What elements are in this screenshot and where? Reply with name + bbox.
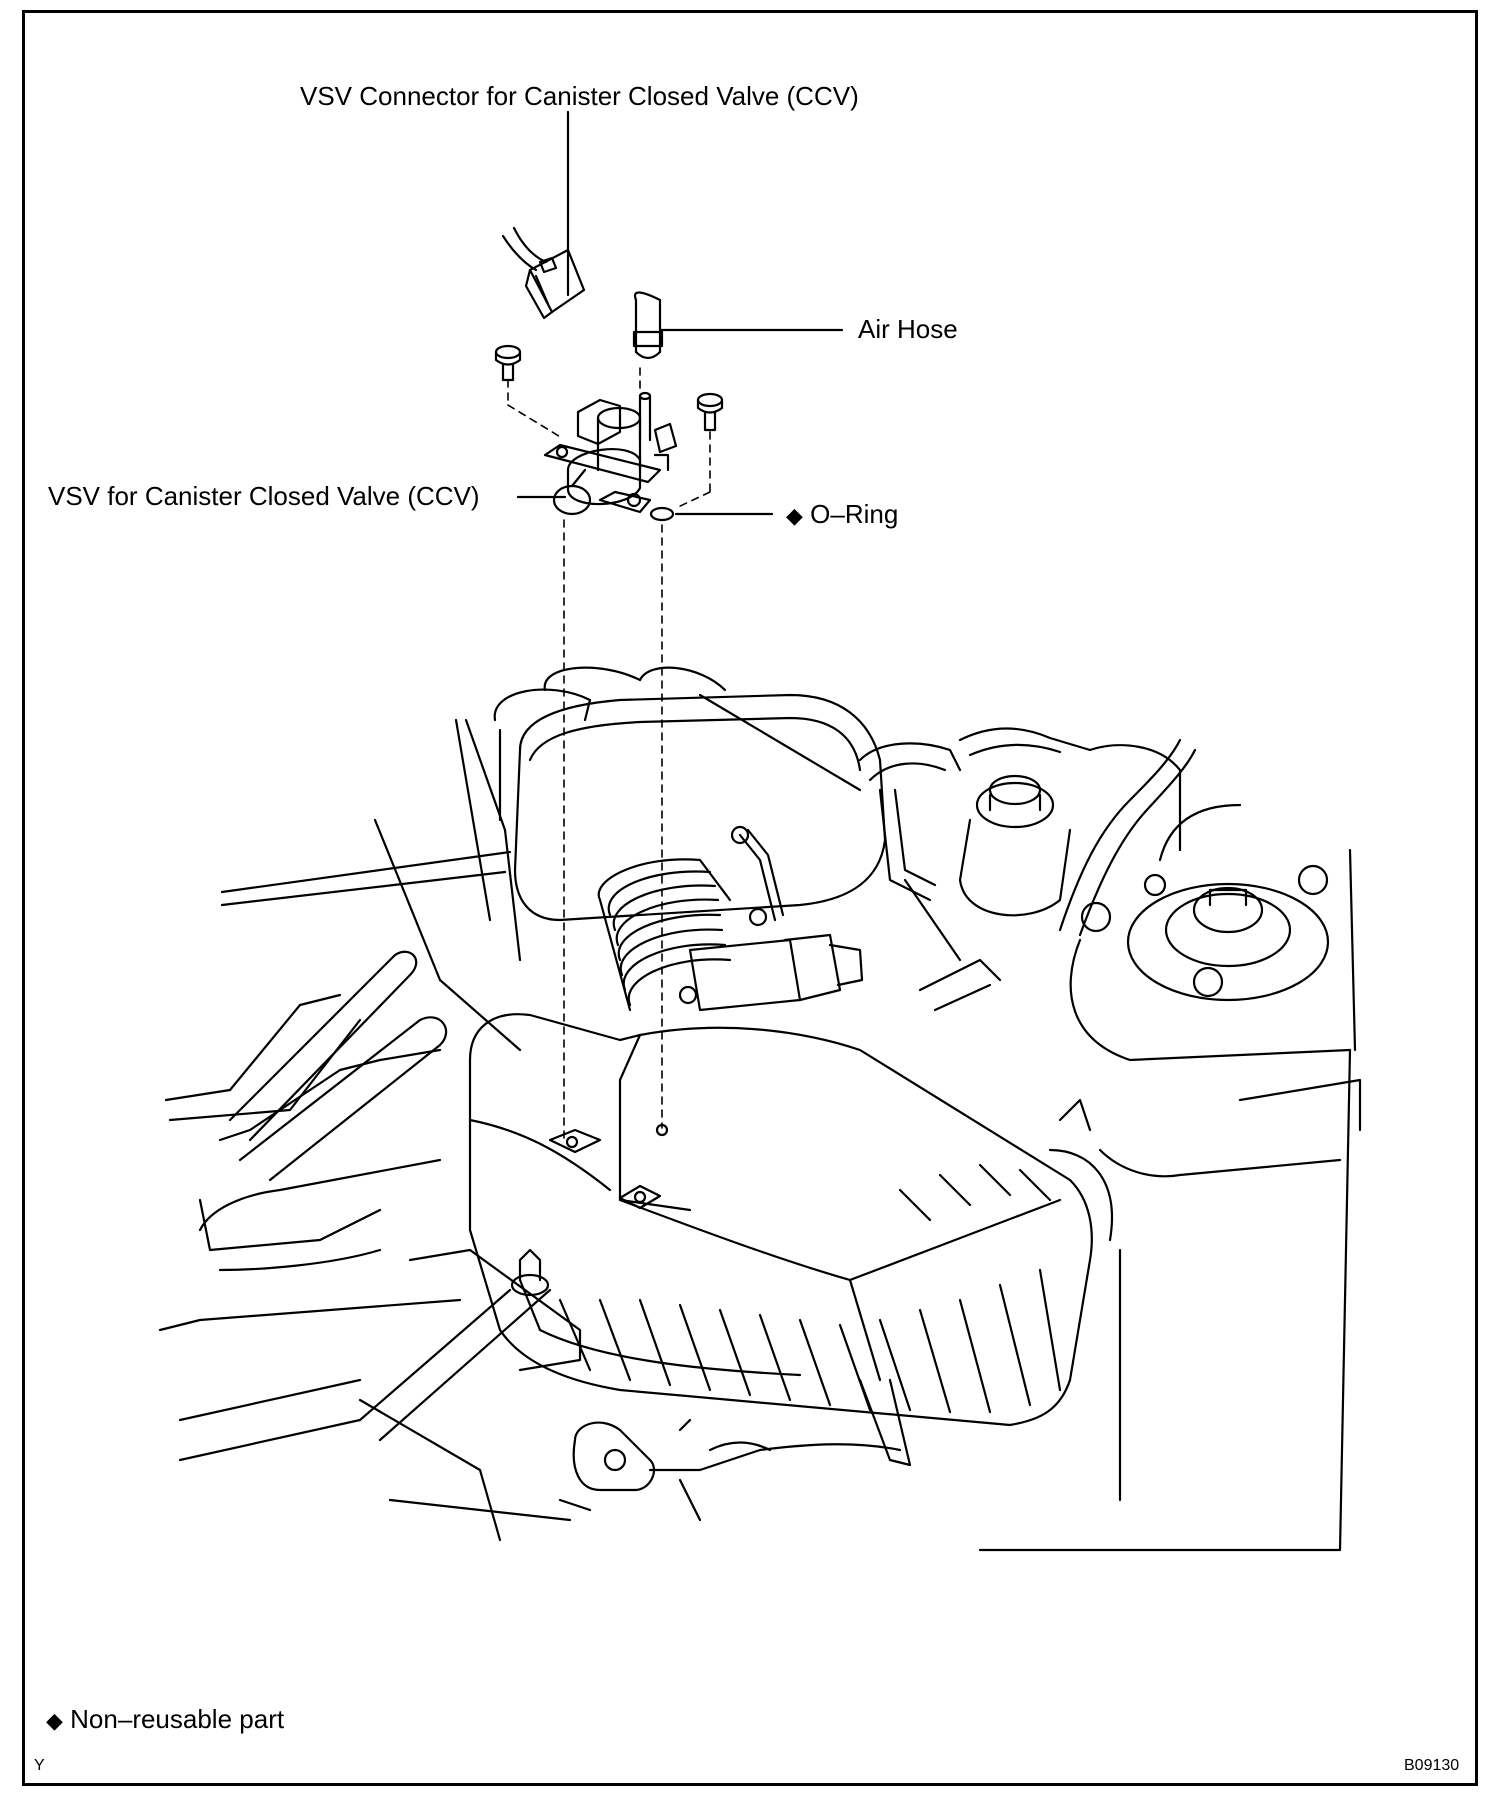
vsv-part — [543, 391, 678, 516]
engine-bay — [158, 666, 1362, 1552]
o-ring-part — [649, 506, 675, 522]
vsv-connector-label: VSV Connector for Canister Closed Valve … — [300, 81, 859, 111]
vsv-connector-part — [501, 226, 586, 320]
vsv-label: VSV for Canister Closed Valve (CCV) — [48, 481, 480, 511]
legend-text: Non–reusable part — [70, 1704, 285, 1734]
bolt-right — [696, 392, 724, 432]
corner-code-left: Y — [34, 1757, 45, 1774]
air-hose-part — [632, 291, 664, 360]
air-hose-label: Air Hose — [858, 314, 958, 344]
legend-diamond-icon: ◆ — [46, 1708, 63, 1733]
figure-code: B09130 — [1404, 1757, 1460, 1774]
leader-lines — [516, 110, 844, 516]
non-reusable-diamond-icon: ◆ — [786, 503, 803, 528]
legend: ◆ Non–reusable part — [46, 1704, 284, 1736]
diagram-frame — [22, 10, 1478, 1786]
o-ring-label: ◆ O–Ring — [786, 499, 898, 531]
o-ring-text: O–Ring — [810, 499, 899, 529]
bolt-left — [494, 344, 522, 382]
alignment-dashes — [507, 367, 711, 1141]
